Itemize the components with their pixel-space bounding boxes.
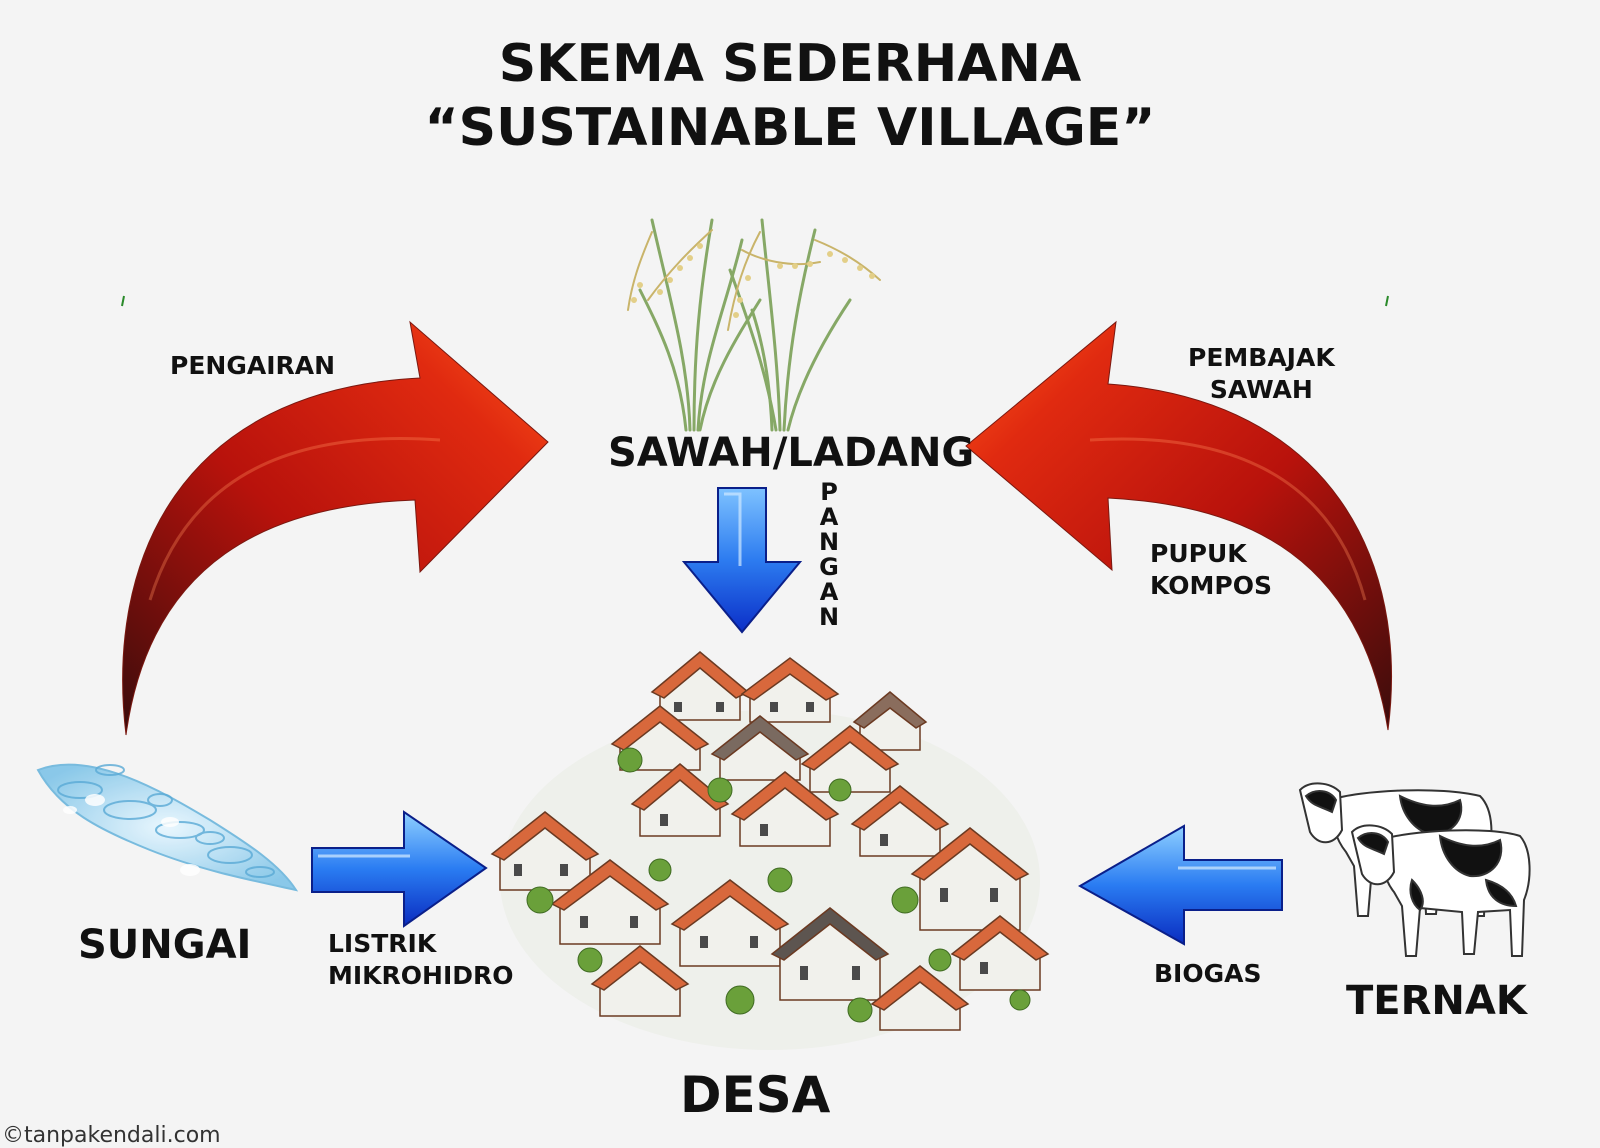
biogas-arrow (1077, 824, 1283, 946)
biogas-label: BIOGAS (1154, 959, 1262, 988)
listrik-line-1: LISTRIK (328, 929, 437, 958)
mark-right (1385, 295, 1389, 307)
village-houses-icon (490, 651, 1050, 1050)
pengairan-label: PENGAIRAN (170, 351, 336, 380)
rice-plant-icon (627, 218, 881, 432)
sawah-label: SAWAH/LADANG (608, 430, 975, 476)
pangan-label: PANGAN (818, 478, 840, 631)
desa-label: DESA (680, 1066, 831, 1124)
pupuk-kompos-line-2: KOMPOS (1150, 571, 1272, 600)
cows-icon (1298, 782, 1531, 957)
pembajak-sawah-line-2: SAWAH (1209, 375, 1313, 404)
listrik-line-2: MIKROHIDRO (328, 961, 514, 990)
sungai-label: SUNGAI (78, 922, 252, 968)
listrik-arrow (311, 810, 488, 928)
ternak-label: TERNAK (1346, 978, 1527, 1024)
pembajak-sawah-line-1: PEMBAJAK (1188, 343, 1335, 372)
title-line-2: “SUSTAINABLE VILLAGE” (424, 98, 1156, 158)
pembajak-pupuk-arrow (965, 320, 1392, 731)
pembajak-sawah-label: PEMBAJAK SAWAH (1188, 342, 1335, 406)
credit-text: ©tanpakendali.com (2, 1123, 221, 1148)
listrik-mikrohidro-label: LISTRIK MIKROHIDRO (328, 928, 514, 992)
title-line-1: SKEMA SEDERHANA (498, 34, 1082, 94)
mark-left (121, 295, 125, 307)
pengairan-arrow (122, 320, 549, 736)
pupuk-kompos-line-1: PUPUK (1150, 539, 1247, 568)
water-splash-icon (36, 763, 299, 892)
pangan-arrow (681, 487, 803, 634)
pupuk-kompos-label: PUPUK KOMPOS (1150, 538, 1272, 602)
